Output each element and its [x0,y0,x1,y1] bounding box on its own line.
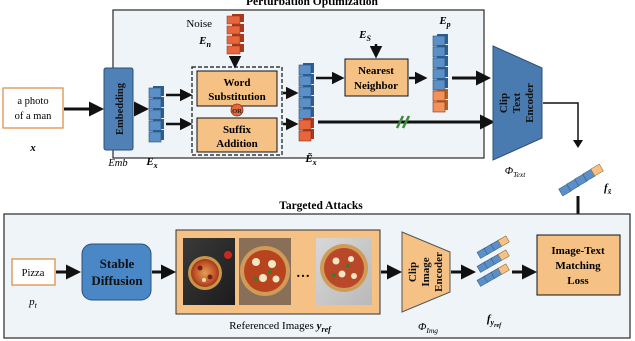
embedding-symbol: Emb [107,158,127,169]
reference-image-1 [183,238,235,305]
prompt-box [11,258,56,286]
embedding-box [103,67,134,151]
extilde-symbol: Ẽx [304,153,316,167]
noise-label: Noise [186,18,212,30]
embedding-label: Embedding [115,82,126,135]
es-symbol: ES [358,29,371,43]
input-text-box [2,87,64,129]
svg-text:Clip: Clip [498,93,510,113]
svg-text:Clip: Clip [407,262,419,282]
word-sub-line1: Word [224,77,251,89]
nearest-neighbor-box [344,58,409,97]
ex-vector-stack [148,86,164,143]
image-encoder-label: Clip Image Encoder [407,252,445,292]
svg-text:Encoder: Encoder [433,252,445,292]
skip-break-mark1 [395,115,405,129]
choice-container [191,66,283,156]
text-encoder-shape [492,45,543,161]
or-circle [230,103,244,117]
suffix-addition-box [196,117,278,153]
input-line1: a photo [17,96,48,107]
suffix-line2: Addition [216,138,258,150]
perturbation-panel [112,9,485,159]
skip-break-mark2 [401,115,411,129]
input-symbol: x [29,142,36,154]
fx-symbol: fx̃ [604,182,612,196]
fy-symbol: fyref [487,313,502,329]
reference-image-2 [239,238,291,305]
text-encoder-symbol: ΦText [505,165,527,179]
targeted-title: Targeted Attacks [279,200,363,212]
stable-diffusion-box [81,243,152,301]
stable-line2: Diffusion [91,273,143,288]
or-label: OR [232,108,242,115]
loss-box [536,234,621,296]
en-symbol: En [198,35,211,49]
arrow-encoder-fx-head [573,140,583,148]
noise-vector-stack [226,14,244,55]
loss-line1: Image-Text [551,245,605,257]
ex-symbol: Ex [145,156,157,170]
image-encoder-symbol: ΦImg [418,321,438,335]
extilde-vector-stack [298,63,314,142]
arrow-encoder-fx [543,102,579,144]
reference-image-3 [316,238,372,305]
ep-symbol: Ep [438,15,450,29]
prompt-text: Pizza [22,268,45,279]
image-encoder-shape [401,231,451,313]
input-line2: of a man [15,111,52,122]
reference-caption: Referenced Images yref [229,320,332,334]
suffix-line1: Suffix [223,124,252,136]
ep-vector-stack [432,34,448,113]
perturbation-title: Perturbation Optimization [246,0,379,8]
loss-line2: Matching [555,260,601,272]
images-ellipsis: … [296,266,310,281]
stable-line1: Stable [100,256,135,271]
fx-vector-diagonal [558,163,604,197]
nearest-line2: Neighbor [354,80,398,92]
loss-line3: Loss [567,275,589,287]
svg-text:Encoder: Encoder [524,83,536,123]
word-substitution-box [196,70,278,107]
svg-text:Image: Image [420,257,432,286]
prompt-symbol: pt [28,296,38,310]
text-encoder-label: Clip Text Encoder [498,83,536,123]
word-sub-line2: Substitution [208,91,265,103]
svg-text:Text: Text [511,92,523,113]
fy-vector-stack [476,235,510,287]
nearest-line1: Nearest [358,65,394,77]
